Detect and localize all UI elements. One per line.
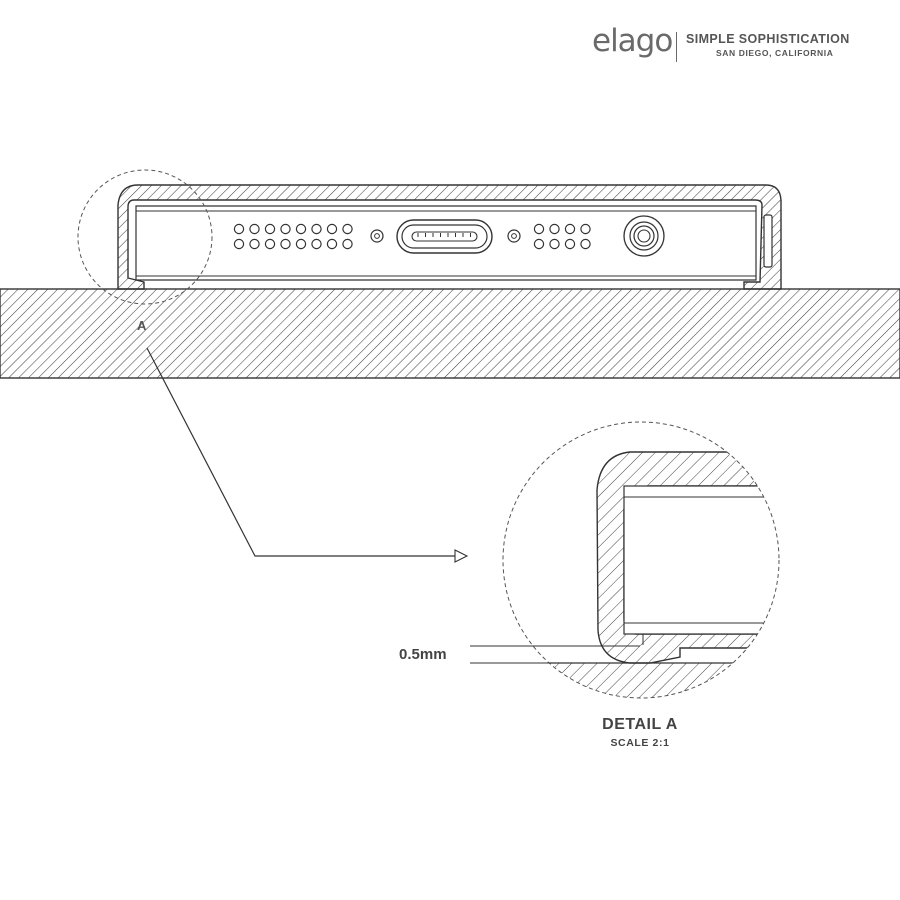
grill-hole — [564, 223, 576, 235]
callout-circle-a — [77, 169, 213, 305]
grill-hole — [326, 223, 338, 235]
brand-divider — [676, 32, 677, 62]
grill-hole — [280, 223, 291, 235]
callout-label-a: A — [137, 318, 147, 333]
grill-hole — [233, 238, 245, 250]
grill-hole — [249, 238, 260, 250]
detail-view — [470, 421, 780, 699]
case-section — [117, 184, 782, 290]
grill-hole — [280, 238, 291, 250]
grill-hole — [326, 238, 338, 250]
detail-circle — [502, 421, 780, 699]
grill-hole — [342, 223, 353, 235]
grill-hole — [295, 238, 307, 250]
brand-location: SAN DIEGO, CALIFORNIA — [716, 48, 834, 58]
leader-line — [146, 347, 465, 557]
grill-hole — [533, 223, 545, 235]
grill-hole — [549, 238, 560, 250]
grill-hole — [295, 223, 307, 235]
headphone-jack-icon — [623, 215, 665, 257]
grill-hole — [311, 223, 322, 235]
grill-hole — [580, 238, 591, 250]
grill-hole — [549, 223, 560, 235]
dimension-label: 0.5mm — [399, 646, 447, 663]
grill-hole — [564, 238, 576, 250]
grill-hole — [311, 238, 322, 250]
grill-hole — [249, 223, 260, 235]
surface-section — [0, 288, 900, 379]
grill-hole — [580, 223, 591, 235]
side-button — [763, 214, 773, 268]
speaker-grill — [233, 223, 353, 250]
grill-hole — [342, 238, 353, 250]
grill-hole — [264, 238, 276, 250]
brand-tagline: SIMPLE SOPHISTICATION — [686, 32, 850, 46]
pentalobe-screw-icon — [370, 229, 384, 243]
detail-scale: SCALE 2:1 — [610, 737, 670, 749]
grill-hole — [233, 223, 245, 235]
microphone-grill — [533, 223, 591, 250]
lightning-port-icon — [396, 219, 493, 254]
elago-logo: elago — [592, 23, 673, 59]
detail-title: DETAIL A — [602, 716, 678, 733]
pentalobe-screw-icon — [507, 229, 521, 243]
grill-hole — [533, 238, 545, 250]
grill-hole — [264, 223, 276, 235]
arrowhead-icon — [454, 549, 469, 563]
